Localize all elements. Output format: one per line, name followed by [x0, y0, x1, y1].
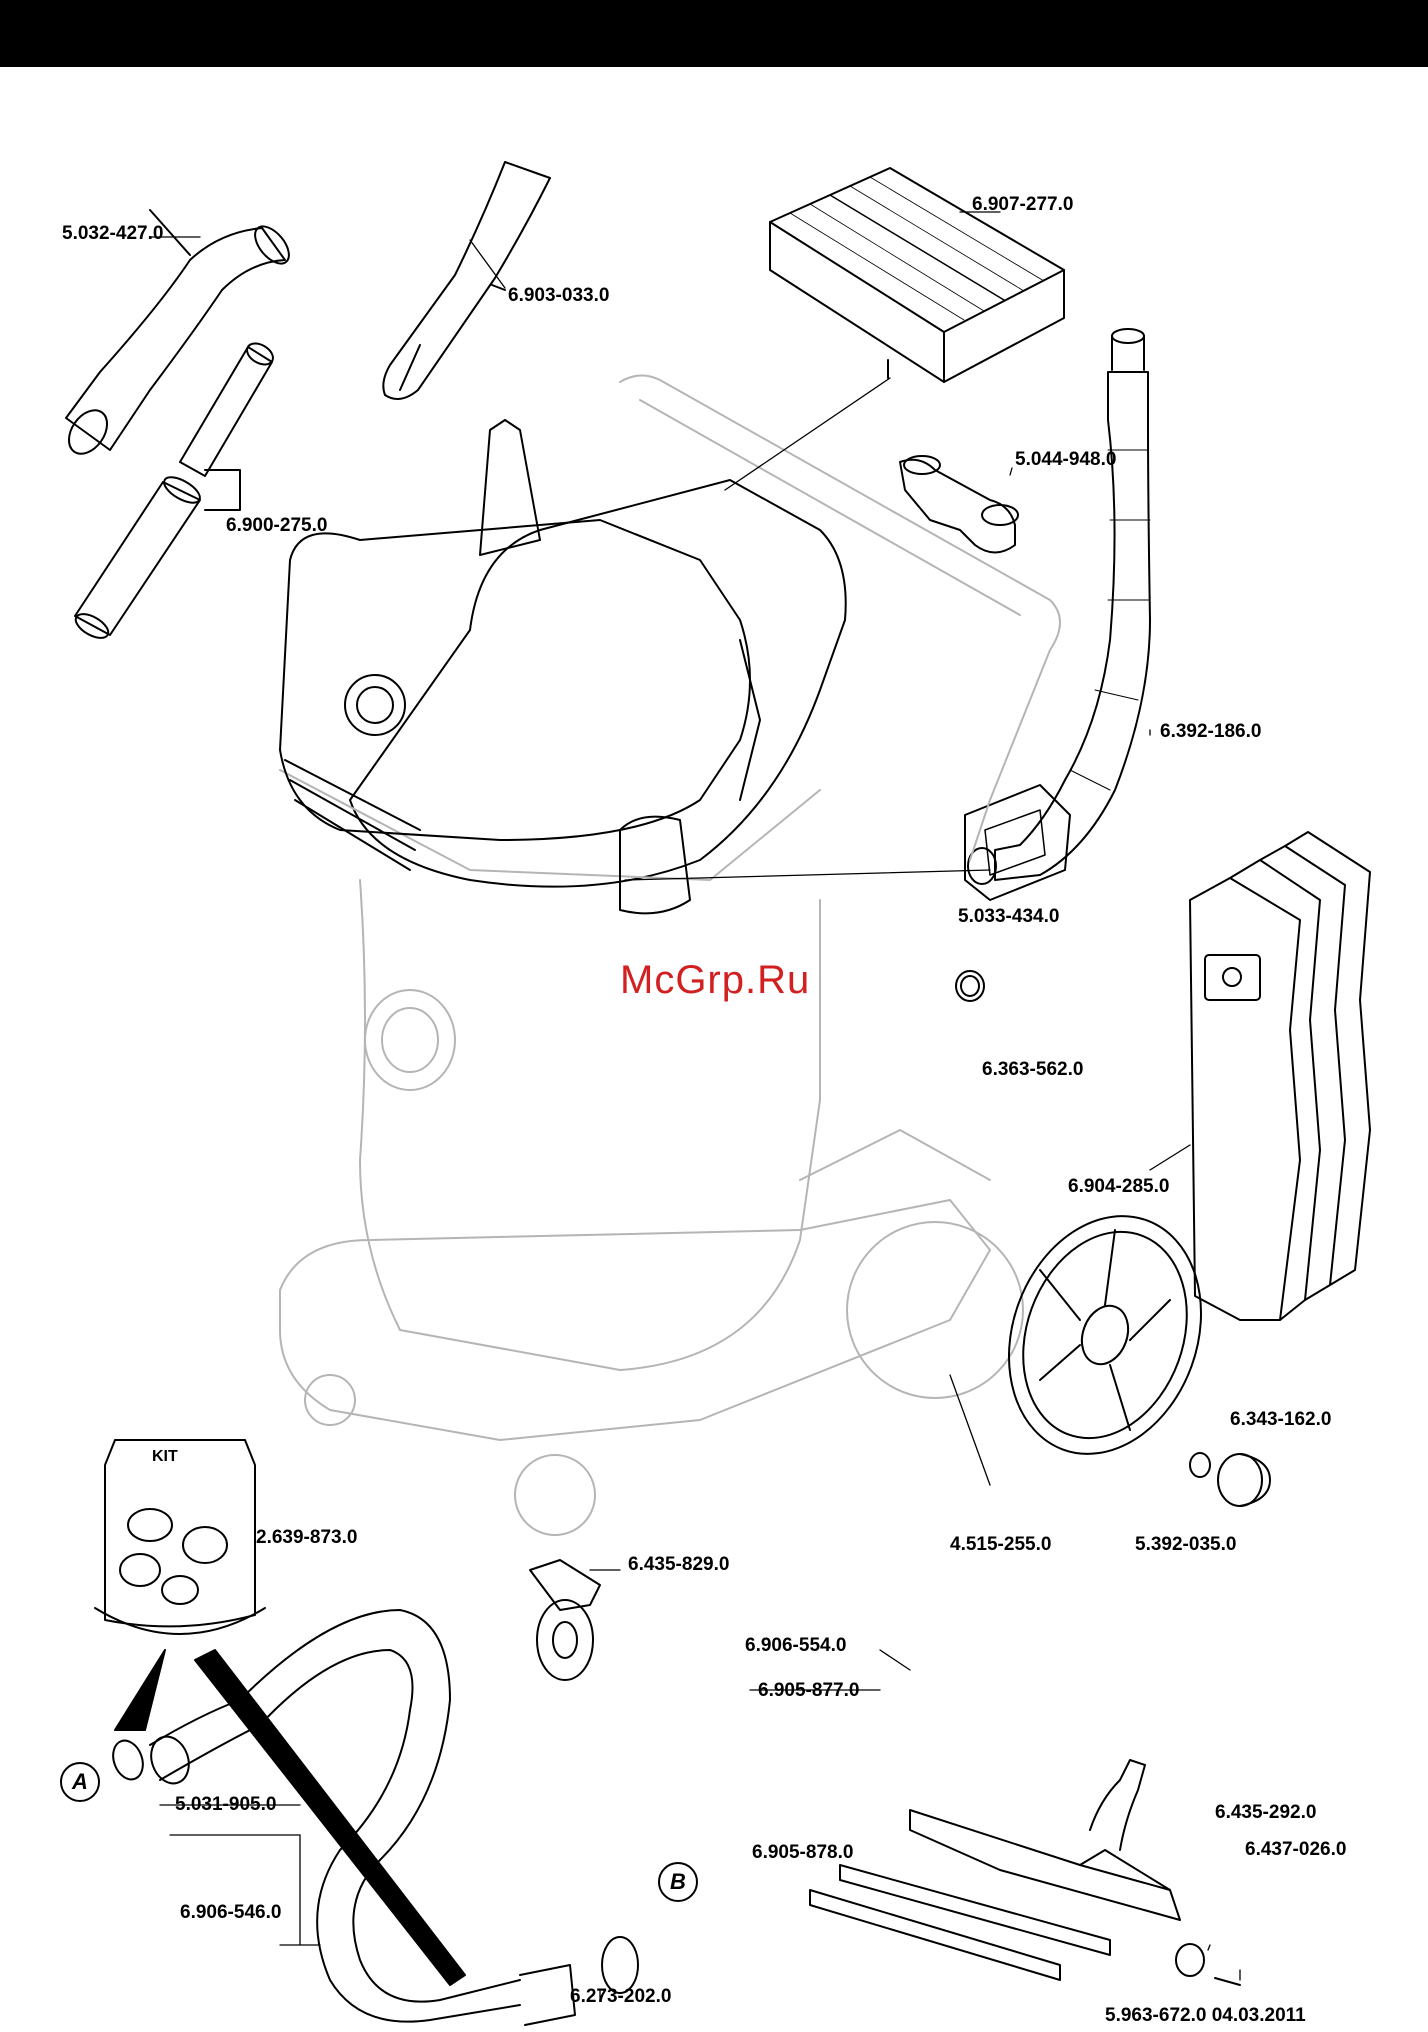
kit-bag-part: [94, 1439, 266, 1635]
vacuum-body-drawing: [279, 374, 1061, 1536]
part-label: 6.435-292.0: [1215, 1802, 1317, 1823]
flat-filter-part: [769, 167, 1065, 383]
bent-wand-part: [65, 209, 290, 455]
part-label: 2.639-873.0: [256, 1527, 358, 1548]
part-label: 6.435-829.0: [628, 1554, 730, 1575]
part-label: 6.905-878.0: [752, 1842, 854, 1863]
vacuum-head: [279, 419, 761, 915]
part-label: 6.273-202.0: [570, 1986, 672, 2007]
connector-b-marker: B: [658, 1862, 698, 1902]
header-bar: [0, 0, 1428, 67]
drawing-number-date: 5.963-672.0 04.03.2011: [1105, 2005, 1306, 2026]
extension-tube-part: [74, 342, 274, 639]
big-wheel-part: [1008, 1215, 1202, 1455]
connector-a-marker: A: [60, 1762, 100, 1802]
part-label: 6.906-546.0: [180, 1902, 282, 1923]
part-label: 4.515-255.0: [950, 1534, 1052, 1555]
part-label: 6.905-877.0: [758, 1680, 860, 1701]
hub-cap-part: [1217, 1453, 1271, 1507]
part-label: 5.044-948.0: [1015, 449, 1117, 470]
o-ring-part: [955, 970, 985, 1002]
part-label: 5.031-905.0: [175, 1794, 277, 1815]
leader-lines: [149, 211, 1241, 2001]
crevice-nozzle-part: [382, 161, 551, 400]
part-label: 5.033-434.0: [958, 906, 1060, 927]
floor-nozzle-part: [809, 1759, 1181, 1981]
latch-part: [964, 784, 1071, 901]
accessory-holder-part: [899, 455, 1019, 554]
part-label: 6.907-277.0: [972, 194, 1074, 215]
part-label: 6.900-275.0: [226, 515, 328, 536]
part-label: 6.343-162.0: [1230, 1409, 1332, 1430]
part-label: 6.903-033.0: [508, 285, 610, 306]
part-label: 6.392-186.0: [1160, 721, 1262, 742]
part-label: 6.906-554.0: [745, 1635, 847, 1656]
elbow-hose-part: [967, 328, 1151, 885]
washer-part: [1189, 1452, 1211, 1478]
part-label: 5.392-035.0: [1135, 1534, 1237, 1555]
pin-part: [1214, 1977, 1241, 1986]
part-label: 6.363-562.0: [982, 1059, 1084, 1080]
kit-label: KIT: [152, 1448, 178, 1465]
kit-arrows: [114, 1649, 466, 1986]
part-label: 5.032-427.0: [62, 223, 164, 244]
watermark: McGrp.Ru: [620, 958, 811, 1002]
suction-hose-part: [112, 1609, 639, 2026]
filter-bags-part: [1189, 831, 1371, 1321]
part-label: 6.904-285.0: [1068, 1176, 1170, 1197]
wheel-nub-part: [1175, 1943, 1205, 1977]
part-label: 6.437-026.0: [1245, 1839, 1347, 1860]
caster-part: [529, 1559, 601, 1681]
